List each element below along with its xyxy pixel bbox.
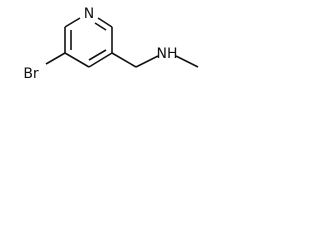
bond-ch2-nh <box>135 55 159 68</box>
ring-nitrogen-label: N <box>84 6 94 22</box>
bonds <box>45 17 199 68</box>
bond-c3-br <box>45 52 66 65</box>
molecule-structure: N Br NH <box>23 6 199 82</box>
bond-nh-ch3 <box>175 55 199 68</box>
bromine-label: Br <box>23 66 39 82</box>
bond-c6-n <box>97 17 113 28</box>
bond-c3-c4 <box>64 52 90 68</box>
bond-c5-ch2 <box>111 52 137 68</box>
atom-labels: N Br NH <box>23 6 177 82</box>
bond-c6-n-inner <box>94 22 107 31</box>
amine-label: NH <box>157 46 178 62</box>
bond-c4-c5-inner <box>88 49 107 61</box>
bond-c4-c5 <box>88 52 113 68</box>
bond-n-c2 <box>64 17 81 28</box>
